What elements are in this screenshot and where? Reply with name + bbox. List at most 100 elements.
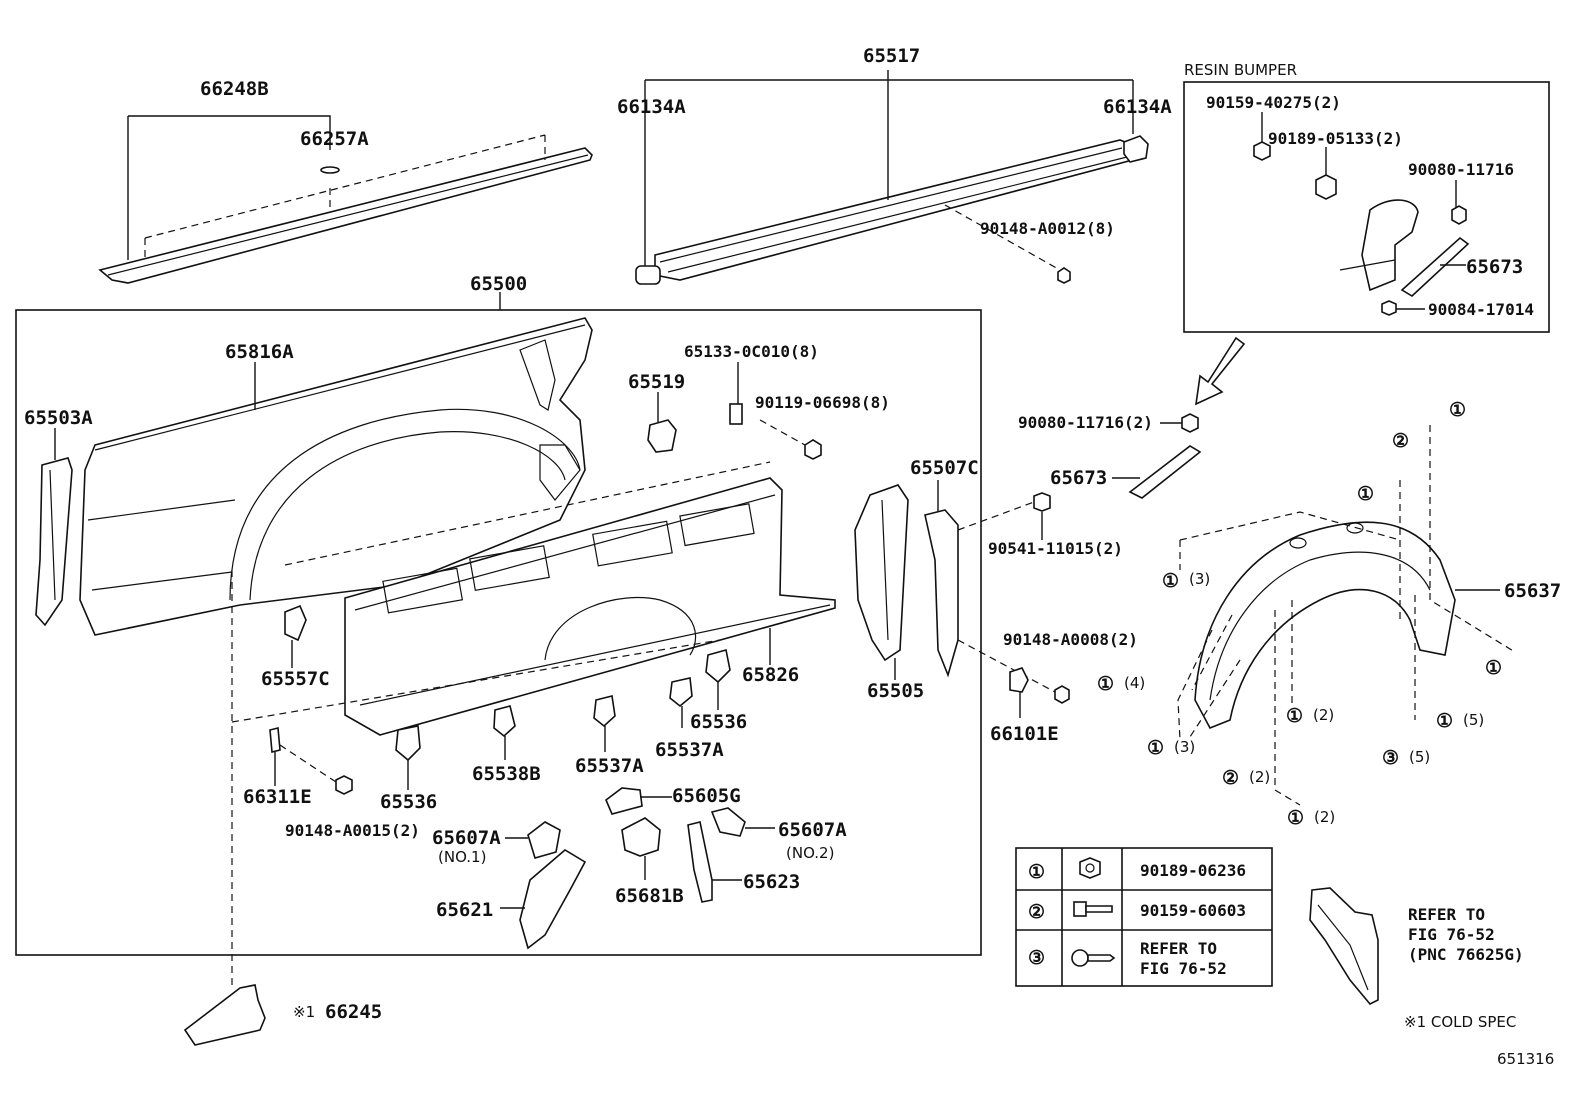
- mudguard-part: [1309, 887, 1379, 1005]
- resin-bumper-part: [1361, 199, 1419, 292]
- nut-icon: [1079, 857, 1101, 879]
- bracket-65537A-upper: [669, 677, 693, 708]
- legend-key-1: ①: [1028, 861, 1045, 883]
- label-66134A-left: 66134A: [617, 96, 686, 118]
- label-cold-mark: ※1: [293, 1003, 315, 1021]
- label-90541-11015: 90541-11015(2): [988, 539, 1123, 558]
- label-90080-11716: 90080-11716(2): [1018, 413, 1153, 432]
- label-no1: (NO.1): [438, 848, 486, 866]
- label-65623: 65623: [743, 871, 800, 893]
- label-r65673: 65673: [1466, 256, 1523, 278]
- bolt-90080-11716: [1181, 413, 1199, 433]
- bracket-65605G: [605, 787, 643, 815]
- marker-1-top: ①: [1449, 399, 1466, 421]
- label-65537A-upper: 65537A: [655, 739, 724, 761]
- diagram-id: 651316: [1497, 1050, 1554, 1068]
- resin-clip-90189: [1315, 174, 1337, 200]
- label-65536-left: 65536: [380, 791, 437, 813]
- arrow-icon: [1195, 336, 1246, 406]
- resin-bumper-box: [1183, 81, 1550, 333]
- guide-90148-A0015: [279, 744, 337, 783]
- bracket-65621: [519, 849, 587, 950]
- guide-90119: [759, 419, 806, 446]
- marker-1-2a-qty: (2): [1313, 706, 1334, 724]
- label-r90159: 90159-40275(2): [1206, 93, 1341, 112]
- leader-66248B: [127, 115, 331, 260]
- label-65681B: 65681B: [615, 885, 684, 907]
- nut-90541: [1033, 492, 1051, 512]
- label-refer-mudguard-3: (PNC 76625G): [1408, 945, 1524, 964]
- bed-side-panel-65816A: [79, 317, 593, 636]
- label-65503A: 65503A: [24, 407, 93, 429]
- assembly-box-65500: [15, 309, 982, 956]
- label-r90189: 90189-05133(2): [1268, 129, 1403, 148]
- resin-bumper-title: RESIN BUMPER: [1184, 61, 1297, 79]
- guide-liner: [1177, 425, 1516, 806]
- legend-key-2: ②: [1028, 901, 1045, 923]
- bracket-66101E: [1009, 667, 1029, 693]
- label-no2: (NO.2): [786, 844, 834, 862]
- label-65607A-no2: 65607A: [778, 819, 847, 841]
- label-65826: 65826: [742, 664, 799, 686]
- bracket-65538B: [493, 705, 516, 738]
- label-65536-right: 65536: [690, 711, 747, 733]
- bracket-65536-right: [705, 648, 731, 684]
- bracket-65519: [647, 419, 677, 453]
- rail-66248B: [98, 134, 593, 284]
- leader-65517: [644, 70, 1134, 266]
- label-66248B: 66248B: [200, 78, 269, 100]
- label-r90084: 90084-17014: [1428, 300, 1534, 319]
- marker-2-2-qty: (2): [1249, 768, 1270, 786]
- rail-65517: [635, 135, 1149, 285]
- plate-65623: [687, 821, 713, 903]
- nut-65133: [729, 403, 743, 425]
- label-90119-06698: 90119-06698(8): [755, 393, 890, 412]
- label-r90080: 90080-11716: [1408, 160, 1514, 179]
- wheelhouse-liner-65637: [1194, 521, 1456, 730]
- label-66101E: 66101E: [990, 723, 1059, 745]
- guide-65826: [284, 461, 771, 566]
- label-90148-A0012: 90148-A0012(8): [980, 219, 1115, 238]
- marker-1-right: ①: [1485, 657, 1502, 679]
- resin-bolt-90080: [1451, 205, 1467, 225]
- bolt-90148-A0008: [1054, 685, 1070, 704]
- marker-1-3b-qty: (3): [1174, 738, 1195, 756]
- bracket-65536-left: [395, 725, 421, 762]
- marker-1-2a: ①: [1286, 705, 1303, 727]
- label-90148-A0008: 90148-A0008(2): [1003, 630, 1138, 649]
- guide-90541: [957, 501, 1035, 531]
- label-66311E: 66311E: [243, 786, 312, 808]
- legend-key-3: ③: [1028, 947, 1045, 969]
- label-66245: 66245: [325, 1001, 382, 1023]
- bracket-65537A-lower: [593, 695, 616, 728]
- label-65673: 65673: [1050, 467, 1107, 489]
- legend-value-3-line2: FIG 76-52: [1140, 959, 1227, 978]
- label-65505: 65505: [867, 680, 924, 702]
- resin-bracket-65673: [1400, 236, 1470, 297]
- bracket-65681B: [621, 817, 661, 857]
- flap-66245: [183, 984, 266, 1046]
- legend-value-1: 90189-06236: [1140, 861, 1246, 880]
- legend-value-2: 90159-60603: [1140, 901, 1246, 920]
- screw-icon: [1071, 949, 1116, 967]
- bolt-90148-A0015: [335, 775, 353, 795]
- bolt-icon: [1073, 901, 1113, 917]
- label-65607A-no1: 65607A: [432, 827, 501, 849]
- guide-lower: [231, 639, 721, 723]
- label-66257A: 66257A: [300, 128, 369, 150]
- label-65507C: 65507C: [910, 457, 979, 479]
- label-65517: 65517: [863, 45, 920, 67]
- leader-65507C: [894, 480, 939, 680]
- legend-value-3-line1: REFER TO: [1140, 939, 1217, 958]
- marker-1-3a-qty: (3): [1189, 570, 1210, 588]
- clip-66311E: [269, 726, 281, 754]
- label-90148-A0015: 90148-A0015(2): [285, 821, 420, 840]
- marker-1-3b: ①: [1147, 737, 1164, 759]
- label-65605G: 65605G: [672, 785, 741, 807]
- label-66134A-right: 66134A: [1103, 96, 1172, 118]
- marker-1-3a: ①: [1162, 570, 1179, 592]
- marker-3-5-qty: (5): [1409, 748, 1430, 766]
- cold-spec-note: ※1 COLD SPEC: [1404, 1013, 1516, 1031]
- marker-1-5: ①: [1436, 710, 1453, 732]
